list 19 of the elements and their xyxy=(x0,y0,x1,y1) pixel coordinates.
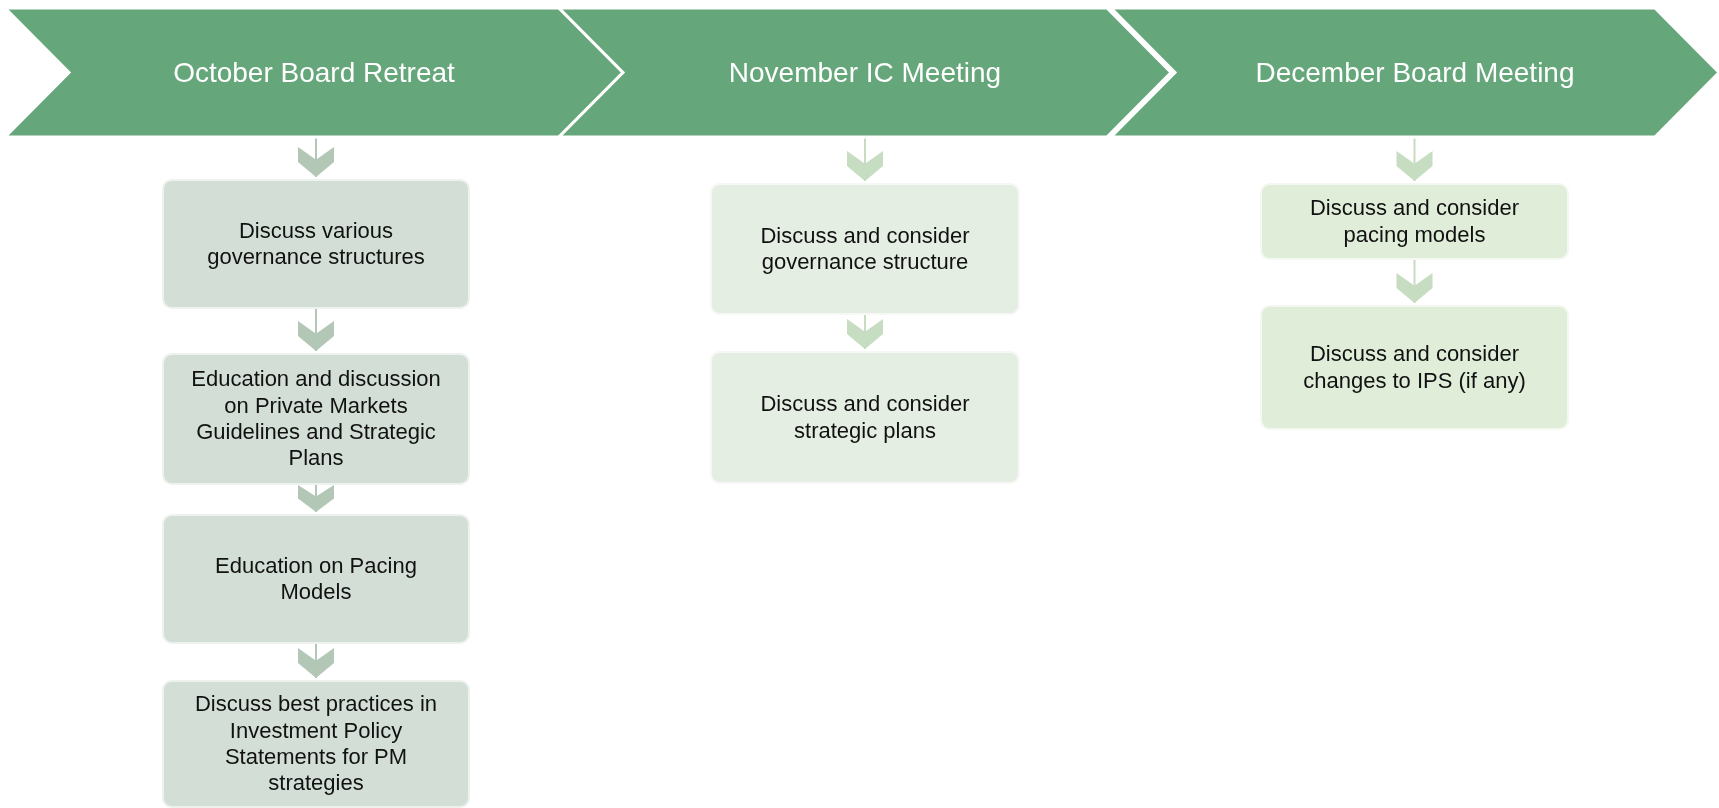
step-text: Discuss best practices in Investment Policy Statements for PM strategies xyxy=(193,691,439,797)
banner-title: December Board Meeting xyxy=(1255,56,1575,89)
banner-title: October Board Retreat xyxy=(173,56,455,89)
step-box xyxy=(710,183,1020,315)
step-box xyxy=(1260,305,1569,430)
step-text: Discuss and consider changes to IPS (if any) xyxy=(1302,341,1527,394)
banner-title: November IC Meeting xyxy=(728,56,1002,89)
step-box xyxy=(162,514,470,644)
step-text: Discuss various governance structures xyxy=(206,217,426,271)
step-box xyxy=(162,353,470,485)
step-text: Discuss and consider strategic plans xyxy=(759,391,971,444)
step-text: Education and discussion on Private Markets Guidelines and Strategic Plans xyxy=(190,366,442,472)
step-text: Discuss and consider governance structure xyxy=(759,222,971,276)
step-box xyxy=(162,179,470,309)
step-box xyxy=(1260,183,1569,260)
step-text: Discuss and consider pacing models xyxy=(1308,195,1521,248)
step-text: Education on Pacing Models xyxy=(214,552,418,606)
step-box xyxy=(162,680,470,808)
step-box xyxy=(710,351,1020,484)
